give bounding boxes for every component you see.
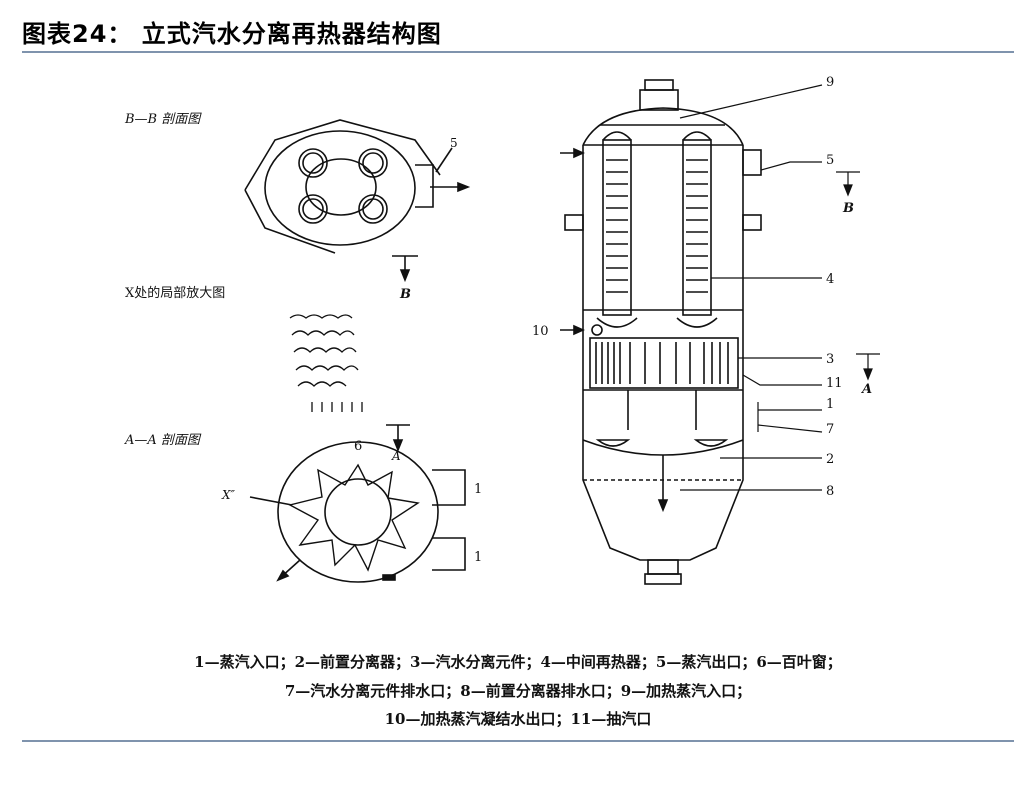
label-a-left: A [391,449,401,463]
top-divider [22,51,1014,53]
label-9: 9 [826,75,834,90]
bottom-divider [22,740,1014,742]
caption-line-2: 7—汽水分离元件排水口；8—前置分离器排水口；9—加热蒸汽入口； [284,682,752,700]
label-4: 4 [826,272,834,287]
label-3: 3 [826,352,834,367]
label-6-left: 6 [354,439,362,454]
caption-line-3: 10—加热蒸汽凝结水出口；11—抽汽口 [384,710,652,728]
label-x2: X″ [221,488,236,502]
label-1: 1 [826,397,834,412]
label-8: 8 [826,484,834,499]
label-2: 2 [826,452,834,467]
label-1-left-b: 1 [474,550,482,565]
label-5-left: 5 [450,136,458,150]
x-detail-view [289,314,363,412]
label-a: A [860,382,872,397]
bb-section-view [244,119,471,283]
label-10: 10 [532,324,549,339]
leader-lines [679,84,880,491]
aa-section-view [249,424,466,583]
label-7: 7 [826,422,834,437]
bb-view-label: B—B 剖面图 [124,112,202,127]
callout-labels: 9 5 B 4 10 3 11 A 1 7 2 8 [532,75,872,499]
aa-view-label: A—A 剖面图 [124,433,202,448]
main-vessel [560,79,762,585]
label-1-left-a: 1 [474,482,482,497]
label-11: 11 [826,376,843,391]
figure-title: 图表24： 立式汽水分离再热器结构图 [22,20,442,48]
label-b-left: B [399,287,411,302]
label-5: 5 [826,153,834,168]
label-b: B [842,201,854,216]
caption-line-1: 1—蒸汽入口；2—前置分离器；3—汽水分离元件；4—中间再热器；5—蒸汽出口；6… [194,653,842,671]
x-detail-label: X处的局部放大图 [125,285,225,301]
